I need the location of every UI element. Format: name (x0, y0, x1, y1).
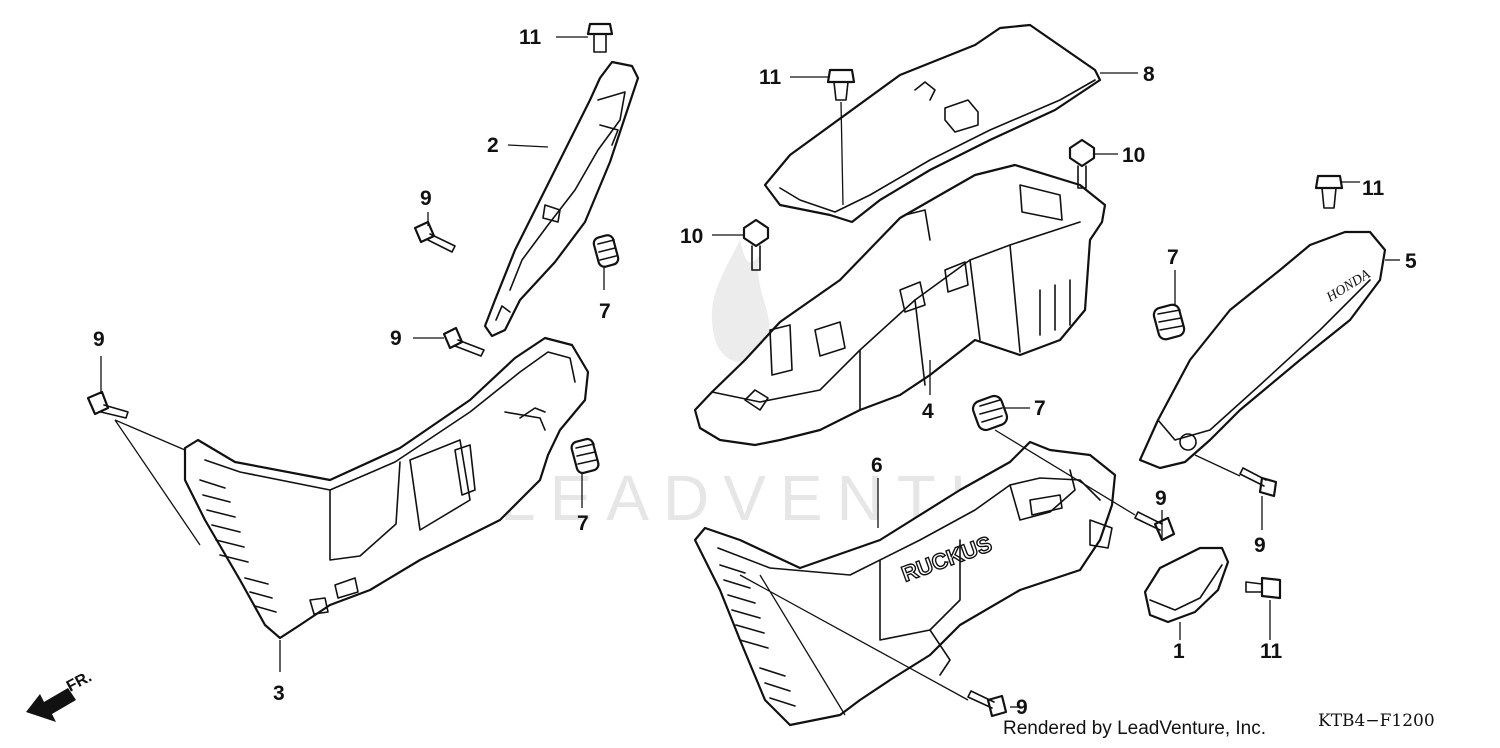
screw-9-c[interactable] (86, 390, 129, 419)
part-4-battery-box[interactable] (693, 163, 1107, 447)
callout-7: 7 (1034, 397, 1046, 420)
callout-11: 11 (759, 66, 782, 89)
callout-9: 9 (93, 328, 105, 351)
front-direction-arrow-icon: FR. (26, 668, 95, 722)
callout-3: 3 (273, 682, 285, 705)
grommet-7-b[interactable] (570, 437, 600, 475)
bolt-10-b[interactable] (742, 218, 770, 271)
callout-7: 7 (577, 512, 589, 535)
callout-numbers: 11 2 9 7 9 9 7 3 11 8 10 10 4 7 6 9 9 11… (93, 26, 1417, 719)
part-2-bracket[interactable] (483, 60, 640, 338)
callout-11: 11 (1362, 177, 1385, 200)
grommet-7-a[interactable] (592, 234, 620, 268)
part-1-small-cap[interactable] (1143, 546, 1230, 624)
grommet-7-c[interactable] (971, 394, 1009, 432)
callout-9: 9 (1016, 696, 1028, 719)
callout-9: 9 (1155, 487, 1167, 510)
callout-11: 11 (1260, 640, 1283, 663)
part-6-right-lower-cover[interactable]: RUCKUS (693, 440, 1117, 727)
render-credit: Rendered by LeadVenture, Inc. (1003, 718, 1267, 739)
clip-11-c[interactable] (1314, 174, 1344, 209)
callout-9: 9 (390, 327, 402, 350)
screw-9-b[interactable] (442, 326, 485, 357)
callout-10: 10 (680, 225, 703, 248)
callout-11: 11 (519, 26, 542, 49)
bolt-10-a[interactable] (1068, 138, 1096, 189)
screw-9-e[interactable] (1239, 467, 1278, 498)
screw-9-f[interactable] (967, 690, 1008, 718)
screw-9-a[interactable] (413, 220, 456, 253)
callout-1: 1 (1173, 640, 1185, 663)
screw-9-d[interactable] (1134, 511, 1176, 542)
leader-lines (100, 36, 1400, 716)
callout-10: 10 (1122, 144, 1145, 167)
callout-4: 4 (922, 400, 934, 423)
grommet-7-d[interactable] (1152, 303, 1186, 341)
callout-7: 7 (599, 300, 611, 323)
callout-8: 8 (1143, 63, 1155, 86)
part-8-battery-lid[interactable] (763, 23, 1102, 224)
callout-5: 5 (1405, 250, 1417, 273)
clip-11-b[interactable] (826, 68, 856, 101)
callout-9: 9 (420, 187, 432, 210)
callout-6: 6 (871, 454, 883, 477)
clip-11-d[interactable] (1245, 576, 1282, 600)
diagram-code: KTB4−F1200 (1318, 711, 1435, 731)
clip-11-a[interactable] (586, 22, 614, 53)
callout-7: 7 (1167, 246, 1179, 269)
callout-9: 9 (1254, 534, 1266, 557)
part-5-right-side-cover[interactable]: HONDA (1138, 230, 1387, 470)
callout-2: 2 (487, 134, 499, 157)
part-3-left-lower-cover[interactable] (183, 336, 590, 640)
